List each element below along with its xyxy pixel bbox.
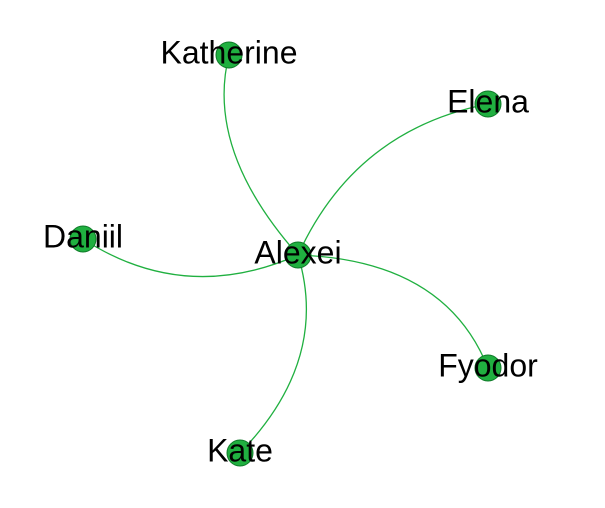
- edge-alexei-fyodor: [297, 254, 489, 369]
- edges-layer: [82, 54, 489, 454]
- edge-alexei-daniil: [82, 238, 299, 278]
- node-label-katherine: Katherine: [161, 34, 298, 70]
- edge-alexei-elena: [297, 103, 489, 256]
- node-kate[interactable]: [226, 439, 254, 467]
- node-label-alexei: Alexei: [254, 234, 341, 270]
- node-katherine[interactable]: [215, 41, 243, 69]
- node-fyodor[interactable]: [474, 354, 502, 382]
- edge-alexei-kate: [239, 254, 308, 454]
- node-label-fyodor: Fyodor: [438, 347, 538, 383]
- node-elena[interactable]: [474, 90, 502, 118]
- edge-alexei-katherine: [223, 54, 299, 256]
- node-label-elena: Elena: [447, 83, 529, 119]
- node-daniil[interactable]: [69, 225, 97, 253]
- nodes-layer: [69, 41, 502, 467]
- node-label-kate: Kate: [207, 432, 273, 468]
- node-label-daniil: Daniil: [43, 218, 123, 254]
- node-alexei[interactable]: [284, 241, 312, 269]
